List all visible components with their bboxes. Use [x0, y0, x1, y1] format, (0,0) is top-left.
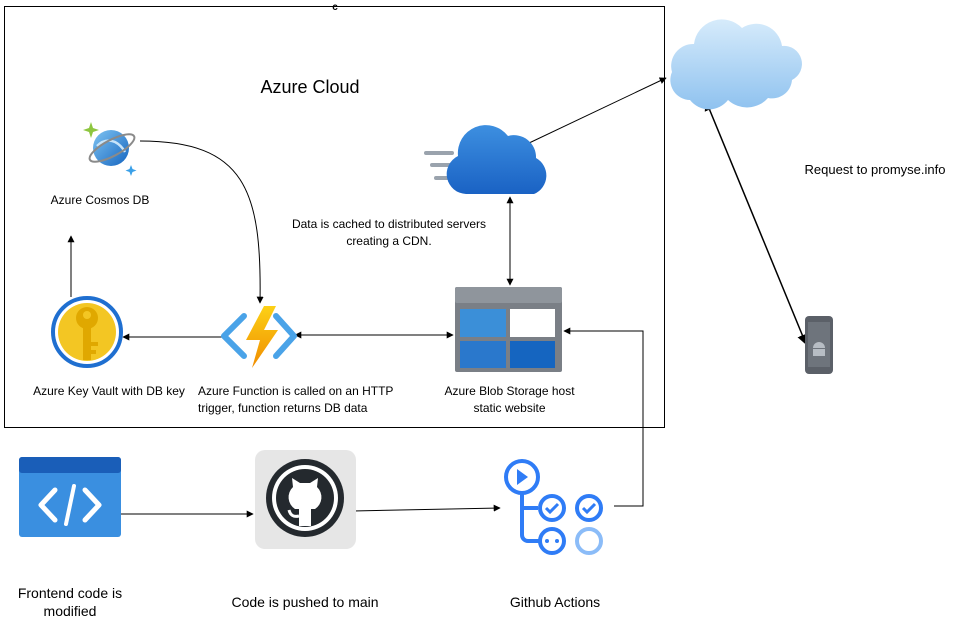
github-actions-icon [504, 459, 603, 555]
connector-cosmos-to-function [139, 140, 264, 304]
function-label-line-2: trigger, function returns DB data [198, 401, 368, 415]
azure-cloud-title: Azure Cloud [260, 77, 360, 97]
frontend-label: Frontend code is modified [0, 584, 140, 620]
blob-storage-icon [455, 287, 562, 372]
blob-label-line-1: Azure Blob Storage host [444, 384, 575, 398]
blob-label-line-2: static website [473, 401, 546, 415]
boundary-corner-label: c [332, 2, 338, 13]
actions-label: Github Actions [509, 594, 601, 610]
azure-cloud-boundary [4, 6, 665, 428]
cdn-cloud-icon [424, 125, 547, 194]
frontend-label-line-2: modified [43, 603, 97, 619]
function-label-line-1: Azure Function is called on an HTTP [198, 384, 394, 398]
code-editor-icon [19, 457, 121, 537]
frontend-label-line-1: Frontend code is [17, 585, 123, 601]
function-label: Azure Function is called on an HTTP trig… [198, 383, 394, 417]
key-vault-label: Azure Key Vault with DB key [33, 384, 185, 398]
github-icon [255, 450, 356, 549]
cosmos-db-icon [83, 122, 137, 176]
github-label: Code is pushed to main [231, 594, 379, 610]
connector-github-to-actions [352, 504, 501, 512]
internet-cloud-icon [670, 19, 802, 110]
azure-function-icon [221, 306, 297, 368]
connector-actions-to-blob [563, 327, 644, 507]
android-phone-icon [805, 316, 833, 374]
request-label: Request to promyse.info [804, 162, 946, 177]
cosmos-db-label: Azure Cosmos DB [50, 193, 150, 207]
cdn-label-line-2: creating a CDN. [346, 234, 432, 248]
connector-internet-phone [704, 100, 808, 345]
cdn-label: Data is cached to distributed servers cr… [270, 216, 508, 250]
key-vault-icon [51, 296, 123, 368]
cdn-label-line-1: Data is cached to distributed servers [291, 217, 487, 231]
connector-cdn-to-internet [526, 77, 667, 145]
blob-label: Azure Blob Storage host static website [432, 383, 587, 417]
